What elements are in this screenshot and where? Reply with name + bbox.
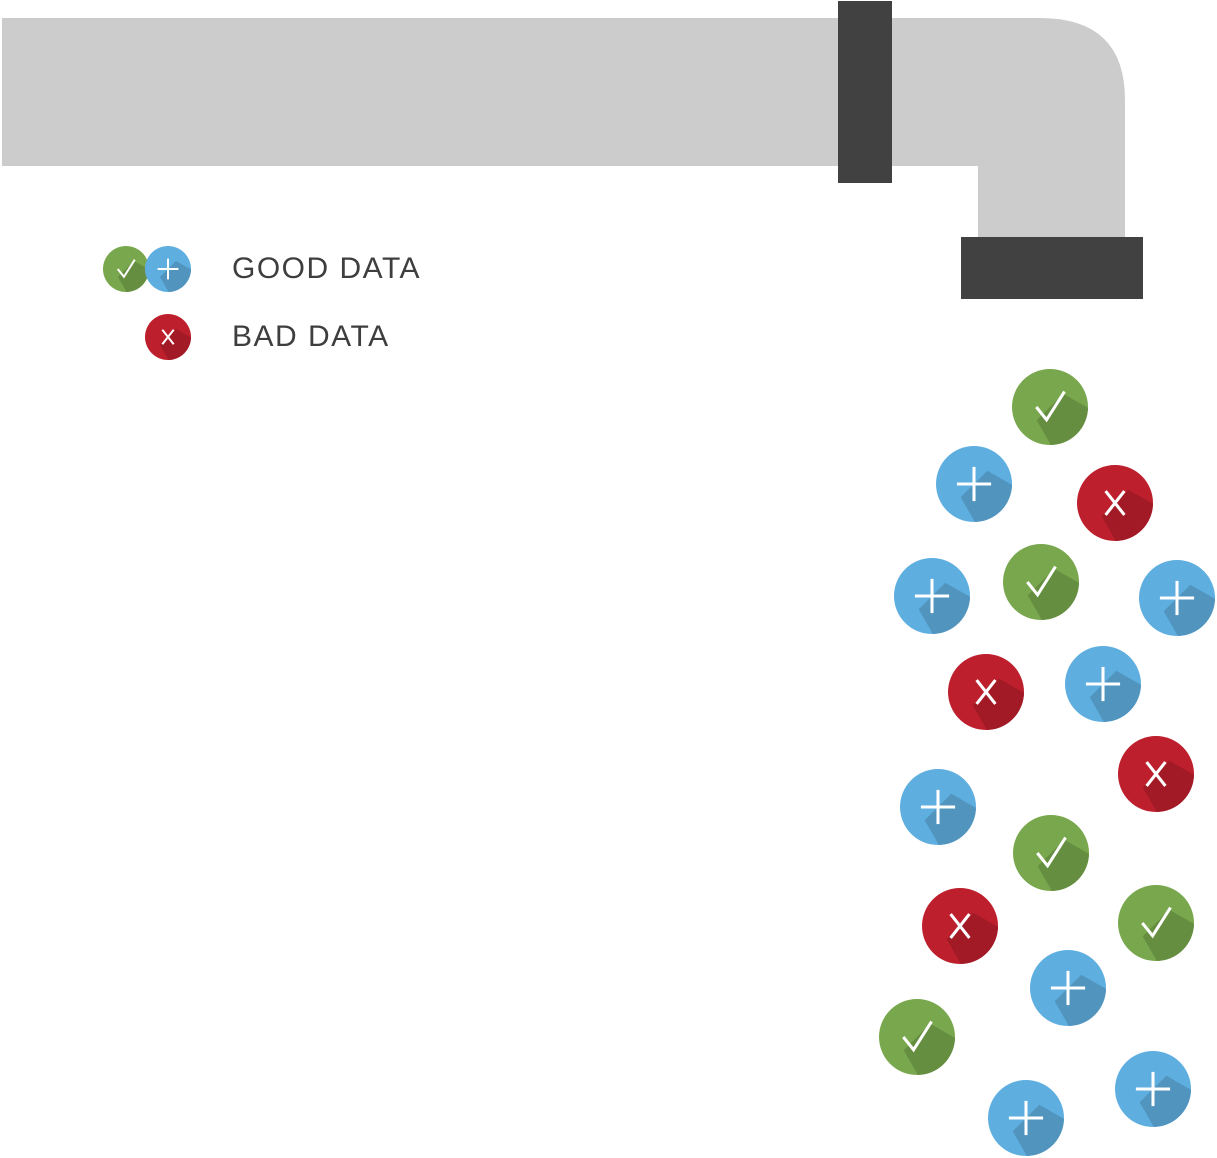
check-icon [1035,390,1066,423]
check-icon [116,259,136,279]
plus-icon [920,789,956,825]
x-icon [949,913,971,939]
legend-good-label: GOOD DATA [232,252,422,285]
good-data-check-drop [1118,885,1194,961]
legend-bad-label: BAD DATA [232,320,390,353]
legend-bad-badge [145,314,191,360]
check-icon [1026,565,1057,598]
plus-icon [914,578,950,614]
badge-shadow [903,1023,955,1075]
check-icon [1036,836,1067,869]
legend [103,246,191,360]
x-icon [1145,761,1167,787]
badge-shadow [1027,568,1079,620]
bad-data-drop [922,888,998,964]
good-data-check-drop [879,999,955,1075]
plus-icon [1085,666,1121,702]
x-icon [1104,490,1126,516]
pipe [2,1,1143,299]
x-icon [161,329,175,345]
plus-icon [1008,1100,1044,1136]
legend-good-plus-badge [145,246,191,292]
good-data-plus-drop [1139,560,1215,636]
good-data-check-drop [1013,815,1089,891]
plus-icon [1159,580,1195,616]
plus-icon [1135,1071,1171,1107]
plus-icon [157,258,179,280]
check-icon [902,1020,933,1053]
badge-shadow [1037,839,1089,891]
good-data-check-drop [1003,544,1079,620]
pipe-nozzle [961,237,1143,299]
check-icon [1141,906,1172,939]
bad-data-drop [948,654,1024,730]
good-data-plus-drop [1115,1051,1191,1127]
good-data-plus-drop [988,1080,1064,1156]
bad-data-drop [1118,736,1194,812]
data-drops [879,369,1215,1156]
pipe-body [2,18,1125,240]
plus-icon [1050,970,1086,1006]
good-data-plus-drop [936,446,1012,522]
plus-icon [956,466,992,502]
pipe-clamp [838,1,892,183]
good-data-plus-drop [1030,950,1106,1026]
x-icon [975,679,997,705]
good-data-plus-drop [900,769,976,845]
